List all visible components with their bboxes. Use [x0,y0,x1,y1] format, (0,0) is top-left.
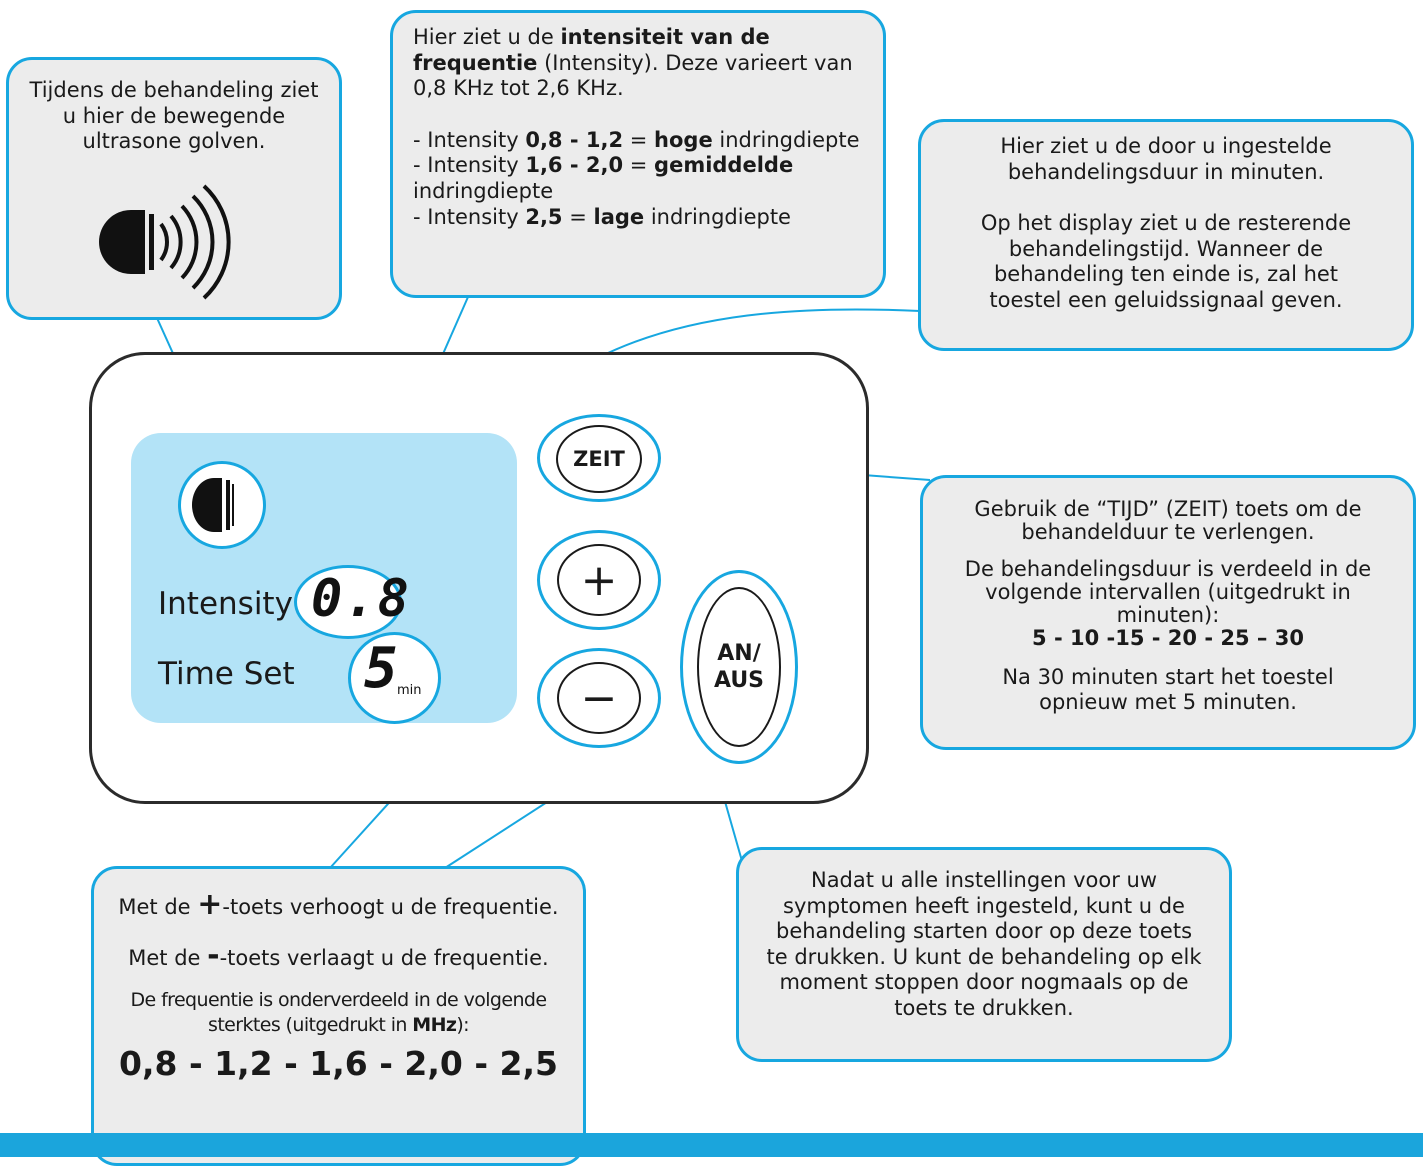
time-unit: min [397,683,422,698]
zeit-button[interactable]: ZEIT [556,425,642,493]
minus-button-highlight: − [537,648,661,748]
power-label-line1: AN/ [717,640,761,666]
callout-waves: Tijdens de behandeling ziet u hier de be… [6,57,342,320]
intensity-intro: Hier ziet u de intensiteit van de freque… [413,25,853,101]
intensity-value: 0.8 [311,569,411,629]
minus-button[interactable]: − [557,662,641,734]
frequency-steps: 0,8 - 1,2 - 1,6 - 2,0 - 2,5 [119,1043,558,1083]
footer-bar [0,1133,1423,1157]
power-label-line2: AUS [713,668,765,693]
minus-explanation: Met de --toets verlaagt u de frequentie. [128,937,549,973]
zeit-text-1: Gebruik de “TIJD” (ZEIT) toets om de beh… [974,497,1362,545]
power-button[interactable]: AN/ AUS [697,587,781,747]
callout-zeit: Gebruik de “TIJD” (ZEIT) toets om de beh… [920,475,1416,750]
time-readout-highlight [348,632,441,724]
ultrasound-waves-icon [99,184,231,300]
intensity-row-medium: - Intensity 1,6 - 2,0 = gemiddelde indri… [413,153,794,204]
plus-button[interactable]: + [557,544,641,616]
plus-button-highlight: + [537,530,661,630]
intensity-readout-highlight [294,565,402,639]
zeit-button-highlight: ZEIT [537,414,661,502]
ultrasound-head-icon [192,478,234,532]
callout-waves-text: Tijdens de behandeling ziet u hier de be… [29,78,319,154]
frequency-steps-intro: De frequentie is onderverdeeld in de vol… [130,989,548,1036]
callout-power: Nadat u alle instellingen voor uw sympto… [736,847,1232,1062]
time-set-label: Time Set [158,656,295,692]
power-text: Nadat u alle instellingen voor uw sympto… [766,868,1202,1021]
zeit-text-2: De behandelingsduur is verdeeld in de vo… [964,557,1372,628]
callout-intensity: Hier ziet u de intensiteit van de freque… [390,10,886,298]
callout-plusminus: Met de +-toets verhoogt u de frequentie.… [91,866,586,1166]
callout-duration: Hier ziet u de door u ingestelde behande… [918,119,1414,351]
intensity-label: Intensity [158,586,293,622]
power-button-highlight: AN/ AUS [680,570,798,764]
intensity-row-low: - Intensity 2,5 = lage indringdiepte [413,204,791,229]
zeit-text-3: Na 30 minuten start het toestel opnieuw … [1002,664,1334,715]
time-value: 5 [364,636,398,701]
duration-text-2: Op het display ziet u de resterende beha… [980,211,1352,313]
intensity-row-high: - Intensity 0,8 - 1,2 = hoge indringdiep… [413,127,860,152]
plus-explanation: Met de +-toets verhoogt u de frequentie. [118,887,559,922]
zeit-intervals: 5 - 10 -15 - 20 - 25 – 30 [1032,626,1304,651]
duration-text-1: Hier ziet u de door u ingestelde behande… [1000,134,1332,184]
